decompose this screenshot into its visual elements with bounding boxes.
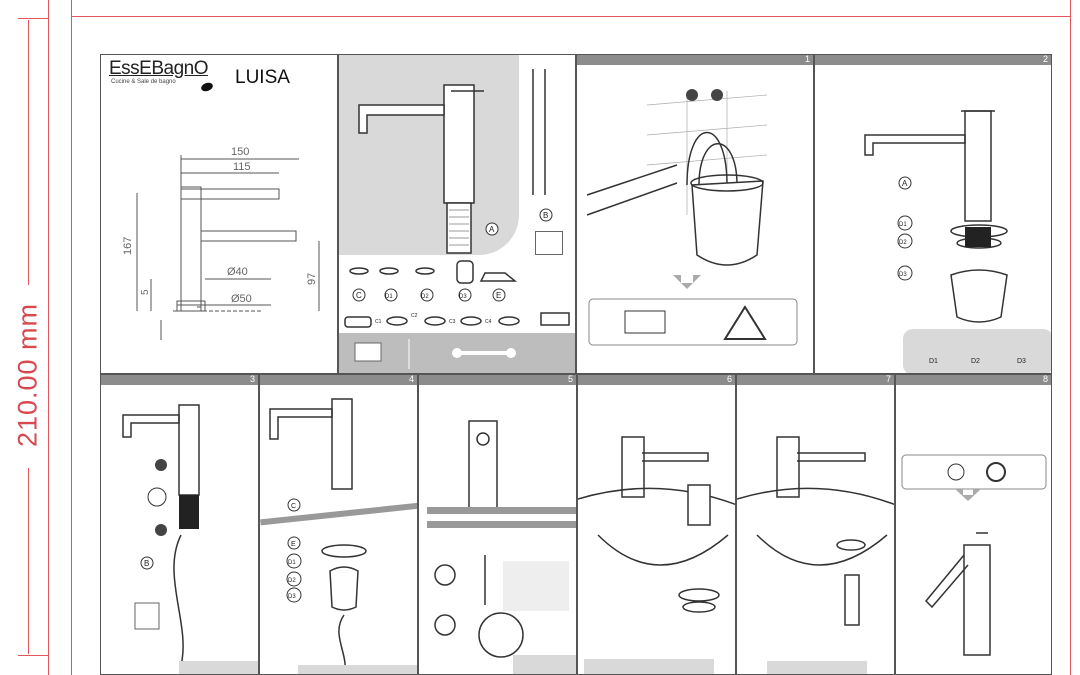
step-number-2: 2 <box>1042 54 1048 64</box>
brand-tagline: Cucine & Sale de bagno <box>111 79 176 85</box>
step8-drawing <box>901 454 1047 656</box>
dim-115: 115 <box>233 161 251 173</box>
label-c1: C1 <box>375 319 382 325</box>
step6-drawing <box>578 436 735 674</box>
step-number-4: 4 <box>408 374 414 384</box>
frame-right <box>1070 0 1071 675</box>
label-d1: D1 <box>385 294 393 300</box>
s4-label-d2: D2 <box>288 578 296 584</box>
page-height-label: 210.00 mm <box>12 302 43 448</box>
s4-label-d3: D3 <box>288 594 296 600</box>
dim-5: 5 <box>140 289 151 295</box>
s2-label-d2: D2 <box>899 240 907 246</box>
label-d3: D3 <box>459 294 467 300</box>
no-tools-icon <box>535 231 563 255</box>
label-c: C <box>356 291 362 300</box>
dim-167: 167 <box>122 237 134 255</box>
label-a: A <box>489 225 495 234</box>
label-d2: D2 <box>421 294 429 300</box>
step-number-7: 7 <box>885 374 891 384</box>
step4-drawing: C E D1 D2 D3 <box>260 398 417 674</box>
s4-label-e: E <box>291 541 296 548</box>
panel-step-6: 6 <box>577 374 736 675</box>
step-number-6: 6 <box>726 374 732 384</box>
left-margin-line <box>48 0 49 675</box>
step5-drawing <box>427 420 576 674</box>
label-e: E <box>496 291 501 300</box>
step-number-8: 8 <box>1042 374 1048 384</box>
panel-step-7: 7 <box>736 374 895 675</box>
step-number-3: 3 <box>249 374 255 384</box>
dimension-drawing: 150 115 167 97 5 Ø40 Ø50 <box>122 146 320 340</box>
frame-left <box>71 0 72 675</box>
label-c3: C3 <box>449 319 456 325</box>
dim-line-bottom <box>28 468 29 654</box>
step2-drawing: A D1 D2 D3 D1 D2 D3 <box>864 110 1051 373</box>
dim-line-top <box>28 20 29 285</box>
shade-bg <box>339 55 519 255</box>
dim-97: 97 <box>306 273 318 285</box>
s4-label-d1: D1 <box>288 560 296 566</box>
step1-drawing <box>586 89 798 346</box>
s4-label-c: C <box>291 503 296 510</box>
dim-40: Ø40 <box>227 266 248 278</box>
s2-legend-d3: D3 <box>1017 358 1026 365</box>
panel-step-2: 2 A D1 D2 D3 D1 D2 D3 <box>814 54 1052 374</box>
s3-label-b: B <box>144 559 149 568</box>
step3-drawing: B <box>122 404 258 674</box>
panel-title-dimensions: EssEBagnO Cucine & Sale de bagno LUISA 1… <box>100 54 338 374</box>
bottom-tick <box>18 655 48 656</box>
s2-label-d1: D1 <box>899 222 907 228</box>
panel-components: A B C D1 D2 D3 E C1 C2 C3 C4 <box>338 54 576 374</box>
s2-label-d3: D3 <box>899 272 907 278</box>
panel-step-5: 5 <box>418 374 577 675</box>
model-name: LUISA <box>235 67 290 88</box>
components-drawing: A B C D1 D2 D3 E C1 C2 C3 C4 <box>339 69 575 373</box>
s2-legend-d1: D1 <box>929 358 938 365</box>
s2-legend-d2: D2 <box>971 358 980 365</box>
s2-label-a: A <box>902 179 908 188</box>
panel-step-1: 1 <box>576 54 814 374</box>
step7-drawing <box>737 436 894 674</box>
panel-step-8: 8 <box>895 374 1052 675</box>
panel-step-4: 4 C E D1 D2 D3 <box>259 374 418 675</box>
top-tick <box>18 18 48 19</box>
label-b: B <box>543 211 548 220</box>
step-number-1: 1 <box>804 54 810 64</box>
step-number-5: 5 <box>567 374 573 384</box>
frame-top <box>71 16 1071 17</box>
label-c4: C4 <box>485 319 492 325</box>
dim-50: Ø50 <box>231 293 252 305</box>
panel-step-3: 3 B <box>100 374 259 675</box>
dim-150: 150 <box>231 146 249 158</box>
brand-logo: EssEBagnO <box>109 58 209 79</box>
label-c2: C2 <box>411 313 418 319</box>
